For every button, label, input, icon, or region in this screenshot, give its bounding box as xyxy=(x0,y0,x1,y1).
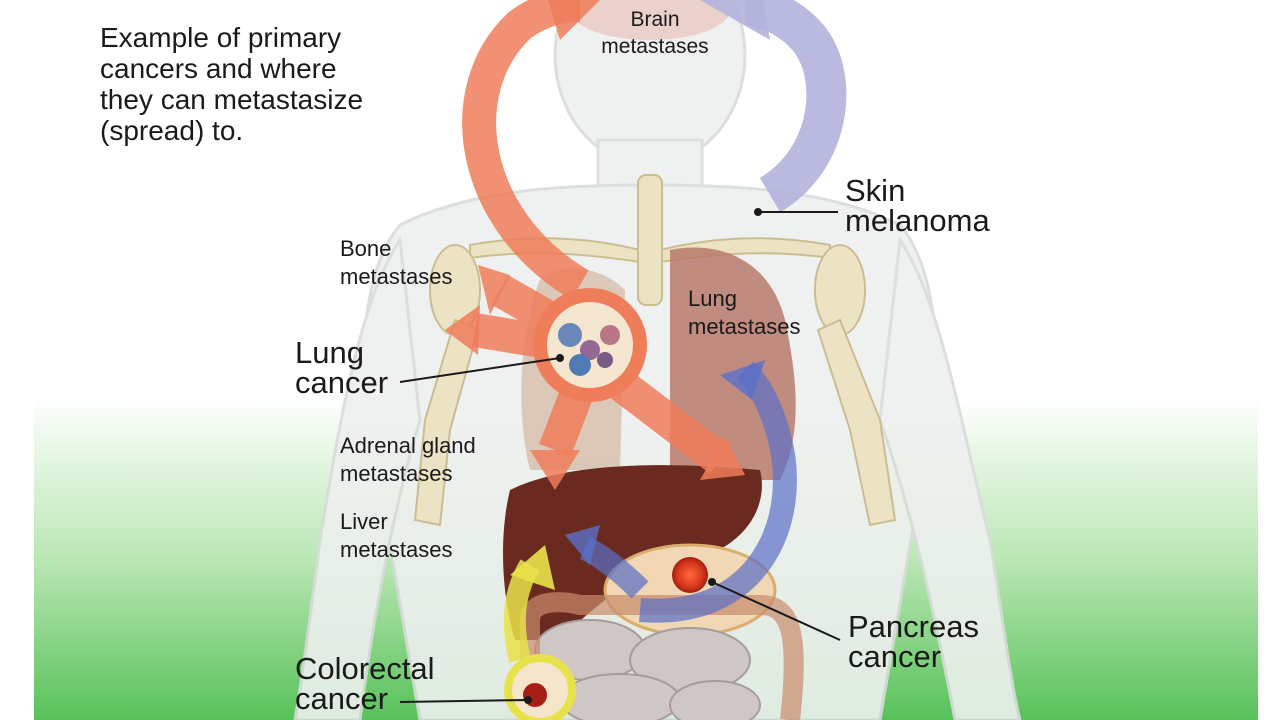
right-humerus xyxy=(816,318,897,527)
label-colorectal-cancer: Colorectal cancer xyxy=(295,651,435,716)
colorectal-arrow-head xyxy=(510,545,555,590)
pancreas-tumor xyxy=(672,557,708,593)
label-lung-metastases: Lung metastases xyxy=(688,286,801,339)
pancreas-leader xyxy=(711,581,841,641)
brain xyxy=(570,0,730,40)
label-adrenal-gland-metastases: Adrenal gland metastases xyxy=(340,433,476,486)
left-arm xyxy=(293,235,422,720)
label-brain-metastases: Brain metastases xyxy=(601,8,709,58)
right-arm xyxy=(878,235,1022,720)
leader-lines xyxy=(399,208,841,704)
arrow-to-right xyxy=(604,366,731,474)
right-border xyxy=(1258,0,1280,720)
label-pancreas-cancer: Pancreas cancer xyxy=(848,609,979,674)
label-lung-cancer: Lung cancer xyxy=(295,335,389,400)
colorectal-leader xyxy=(399,699,529,703)
melanoma-arrow xyxy=(743,0,847,213)
left-border xyxy=(0,0,34,720)
colon xyxy=(520,592,804,720)
lung-cancer-cells xyxy=(558,323,620,376)
label-bone-metastases: Bone metastases xyxy=(340,236,453,289)
label-skin-melanoma: Skin melanoma xyxy=(845,173,990,238)
pancreas-arrow-heads xyxy=(565,360,765,565)
arrow-to-lung xyxy=(639,361,797,623)
skeleton xyxy=(413,174,897,527)
spine xyxy=(637,174,663,306)
melanoma-arrow-head xyxy=(700,0,770,40)
label-liver-metastases: Liver metastases xyxy=(340,509,453,562)
intro-text: Example of primary cancers and where the… xyxy=(100,22,364,146)
lung-cancer-leader xyxy=(399,357,561,383)
lung-cancer-arrow-heads xyxy=(445,0,745,490)
